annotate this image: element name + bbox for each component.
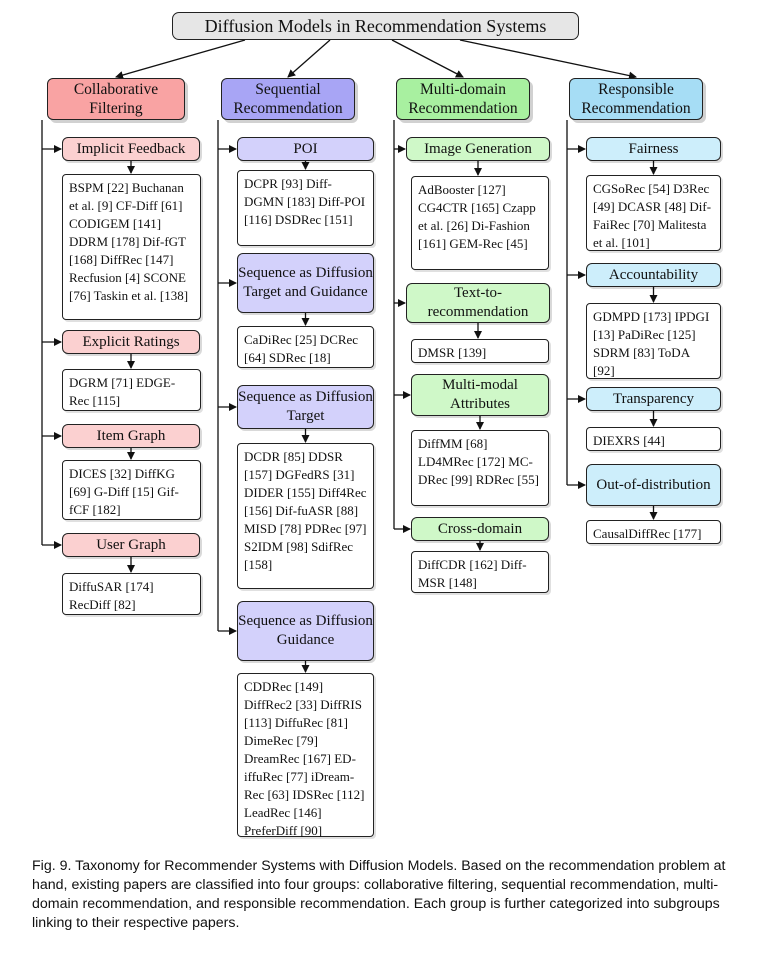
- sequential-recommendation-subgroup-4: Sequence as Diffusion Guidance: [237, 601, 374, 661]
- collaborative-filtering-subgroup-4: User Graph: [62, 533, 200, 557]
- sequential-recommendation-subgroup-2-papers: CaDiRec [25] DCRec [64] SDRec [18]: [237, 326, 374, 368]
- collaborative-filtering-subgroup-1: Implicit Feedback: [62, 137, 200, 161]
- responsible-recommendation-subgroup-4-papers: CausalDiffRec [177]: [586, 520, 721, 544]
- root-to-collaborative-filtering-arrow: [115, 39, 246, 79]
- root-to-multi-domain-recommendation-arrow: [391, 39, 464, 78]
- connector-lines: [41, 39, 658, 673]
- multi-domain-recommendation-subgroup-4: Cross-domain: [411, 517, 549, 541]
- collaborative-filtering-subgroup-3: Item Graph: [62, 424, 200, 448]
- root-node: Diffusion Models in Recommendation Syste…: [172, 12, 579, 40]
- category-multi-domain-recommendation: Multi-domain Recommendation: [396, 78, 530, 120]
- collaborative-filtering-subgroup-3-papers: DICES [32] DiffKG [69] G-Diff [15] Gif-f…: [62, 460, 201, 520]
- responsible-recommendation-subgroup-1-papers: CGSoRec [54] D3Rec [49] DCASR [48] Dif-F…: [586, 175, 721, 251]
- collaborative-filtering-subgroup-2-papers: DGRM [71] EDGE-Rec [115]: [62, 369, 201, 411]
- root-to-sequential-recommendation-arrow: [287, 39, 331, 78]
- category-responsible-recommendation: Responsible Recommendation: [569, 78, 703, 120]
- collaborative-filtering-subgroup-1-papers: BSPM [22] Buchanan et al. [9] CF-Diff [6…: [62, 174, 201, 320]
- responsible-recommendation-subgroup-4: Out-of-distribution: [586, 464, 721, 506]
- responsible-recommendation-subgroup-1: Fairness: [586, 137, 721, 161]
- collaborative-filtering-subgroup-4-papers: DiffuSAR [174] RecDiff [82]: [62, 573, 201, 615]
- sequential-recommendation-subgroup-3: Sequence as Diffusion Target: [237, 385, 374, 429]
- multi-domain-recommendation-subgroup-2-papers: DMSR [139]: [411, 339, 549, 363]
- multi-domain-recommendation-subgroup-1-papers: AdBooster [127] CG4CTR [165] Czapp et al…: [411, 176, 549, 270]
- sequential-recommendation-subgroup-1: POI: [237, 137, 374, 161]
- sequential-recommendation-subgroup-2: Sequence as Diffusion Target and Guidanc…: [237, 253, 374, 313]
- multi-domain-recommendation-subgroup-1: Image Generation: [406, 137, 550, 161]
- sequential-recommendation-subgroup-1-papers: DCPR [93] Diff-DGMN [183] Diff-POI [116]…: [237, 170, 374, 246]
- category-sequential-recommendation: Sequential Recommendation: [221, 78, 355, 120]
- multi-domain-recommendation-subgroup-3-papers: DiffMM [68] LD4MRec [172] MC-DRec [99] R…: [411, 430, 549, 506]
- sequential-recommendation-subgroup-4-papers: CDDRec [149] DiffRec2 [33] DiffRIS [113]…: [237, 673, 374, 838]
- responsible-recommendation-subgroup-3: Transparency: [586, 387, 721, 411]
- multi-domain-recommendation-subgroup-3: Multi-modal Attributes: [411, 374, 549, 416]
- taxonomy-diagram: [41, 39, 658, 673]
- collaborative-filtering-subgroup-2: Explicit Ratings: [62, 330, 200, 354]
- sequential-recommendation-subgroup-3-papers: DCDR [85] DDSR [157] DGFedRS [31] DIDER …: [237, 443, 374, 589]
- multi-domain-recommendation-subgroup-2: Text-to-recommendation: [406, 283, 550, 323]
- responsible-recommendation-subgroup-3-papers: DIEXRS [44]: [586, 427, 721, 451]
- figure-caption: Fig. 9. Taxonomy for Recommender Systems…: [32, 858, 726, 931]
- category-collaborative-filtering: Collaborative Filtering: [47, 78, 185, 120]
- multi-domain-recommendation-subgroup-4-papers: DiffCDR [162] Diff-MSR [148]: [411, 551, 549, 593]
- responsible-recommendation-subgroup-2-papers: GDMPD [173] IPDGI [13] PaDiRec [125] SDR…: [586, 303, 721, 379]
- root-to-responsible-recommendation-arrow: [459, 39, 637, 80]
- responsible-recommendation-subgroup-2: Accountability: [586, 263, 721, 287]
